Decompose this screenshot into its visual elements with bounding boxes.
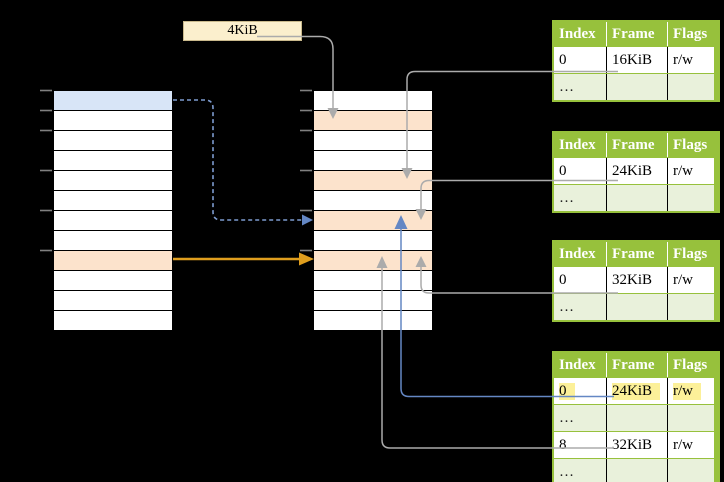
memory-row-white <box>314 291 432 311</box>
page-table-4: Index Frame Flags 0 24KiB r/w … 8 32KiB … <box>552 351 720 482</box>
table-cell: 8 <box>554 432 606 458</box>
table-cell <box>606 185 667 211</box>
table-cell: … <box>554 294 606 320</box>
table-row-ellipsis: … <box>554 405 718 431</box>
highlight-mark: r/w <box>673 383 701 400</box>
table-row-ellipsis: … <box>554 185 718 211</box>
header-cell: Index <box>554 22 606 46</box>
table-cell <box>667 74 714 100</box>
header-cell: Flags <box>667 133 714 157</box>
table-row: 0 16KiB r/w <box>554 47 718 73</box>
memory-row-white <box>314 151 432 171</box>
header-cell: Flags <box>667 242 714 266</box>
memory-row-white <box>314 191 432 211</box>
table-row: 8 32KiB r/w <box>554 432 718 458</box>
table-cell: r/w <box>667 267 714 293</box>
table-cell: 32KiB <box>606 267 667 293</box>
table-row: 0 32KiB r/w <box>554 267 718 293</box>
page-table-1: Index Frame Flags 0 16KiB r/w … <box>552 20 720 102</box>
virtual-address-space-table <box>53 90 173 331</box>
table-cell: … <box>554 74 606 100</box>
page-table-4-header: Index Frame Flags <box>554 353 718 377</box>
memory-row-white <box>54 111 172 131</box>
table-cell: … <box>554 459 606 482</box>
memory-row-white <box>54 271 172 291</box>
memory-row-white <box>54 171 172 191</box>
header-cell: Frame <box>606 22 667 46</box>
memory-row-white <box>314 91 432 111</box>
header-cell: Flags <box>667 22 714 46</box>
memory-row-white <box>314 311 432 330</box>
memory-row-white <box>314 131 432 151</box>
physical-memory-table <box>313 90 433 331</box>
table-cell <box>606 405 667 431</box>
table-cell: 24KiB <box>606 158 667 184</box>
highlight-mark: 24KiB <box>612 383 661 400</box>
table-cell: 24KiB <box>606 378 667 404</box>
table-cell: r/w <box>667 432 714 458</box>
table-cell: … <box>554 405 606 431</box>
address-ticks-middle <box>300 89 312 252</box>
page-table-1-header: Index Frame Flags <box>554 22 718 46</box>
table-cell <box>667 459 714 482</box>
table-cell: r/w <box>667 47 714 73</box>
table-cell: 0 <box>554 378 606 404</box>
table-cell: r/w <box>667 378 714 404</box>
memory-row-orange <box>54 251 172 271</box>
table-row-ellipsis: … <box>554 74 718 100</box>
table-cell: 16KiB <box>606 47 667 73</box>
memory-row-blue <box>54 91 172 111</box>
memory-row-white <box>54 211 172 231</box>
table-cell: 0 <box>554 47 606 73</box>
highlight-mark: 0 <box>559 383 575 400</box>
memory-row-orange <box>314 211 432 231</box>
memory-row-white <box>54 191 172 211</box>
address-ticks-left <box>40 89 52 252</box>
table-cell <box>606 74 667 100</box>
header-cell: Index <box>554 133 606 157</box>
frame-size-label: 4KiB <box>183 21 302 41</box>
header-cell: Frame <box>606 242 667 266</box>
page-table-3: Index Frame Flags 0 32KiB r/w … <box>552 240 720 322</box>
memory-row-orange <box>314 251 432 271</box>
memory-row-white <box>314 231 432 251</box>
memory-row-white <box>314 271 432 291</box>
page-table-2-header: Index Frame Flags <box>554 133 718 157</box>
header-cell: Index <box>554 353 606 377</box>
table-cell: r/w <box>667 158 714 184</box>
memory-row-orange <box>314 111 432 131</box>
table-row: 0 24KiB r/w <box>554 158 718 184</box>
table-cell: 0 <box>554 158 606 184</box>
table-cell: 0 <box>554 267 606 293</box>
table-cell <box>667 405 714 431</box>
memory-row-white <box>54 131 172 151</box>
table-row-ellipsis: … <box>554 294 718 320</box>
page-table-3-header: Index Frame Flags <box>554 242 718 266</box>
header-cell: Frame <box>606 133 667 157</box>
connector-virtual-page-dashed <box>173 99 313 226</box>
memory-row-orange <box>314 171 432 191</box>
header-cell: Index <box>554 242 606 266</box>
header-cell: Frame <box>606 353 667 377</box>
table-cell <box>606 459 667 482</box>
memory-row-white <box>54 291 172 311</box>
table-cell <box>667 185 714 211</box>
connector-virtual-page-orange <box>173 252 314 266</box>
table-row-highlighted: 0 24KiB r/w <box>554 378 718 404</box>
table-cell <box>667 294 714 320</box>
header-cell: Flags <box>667 353 714 377</box>
memory-row-white <box>54 311 172 330</box>
page-table-2: Index Frame Flags 0 24KiB r/w … <box>552 131 720 213</box>
table-cell: 32KiB <box>606 432 667 458</box>
table-cell: … <box>554 185 606 211</box>
table-cell <box>606 294 667 320</box>
memory-row-white <box>54 231 172 251</box>
memory-row-white <box>54 151 172 171</box>
table-row-ellipsis: … <box>554 459 718 482</box>
